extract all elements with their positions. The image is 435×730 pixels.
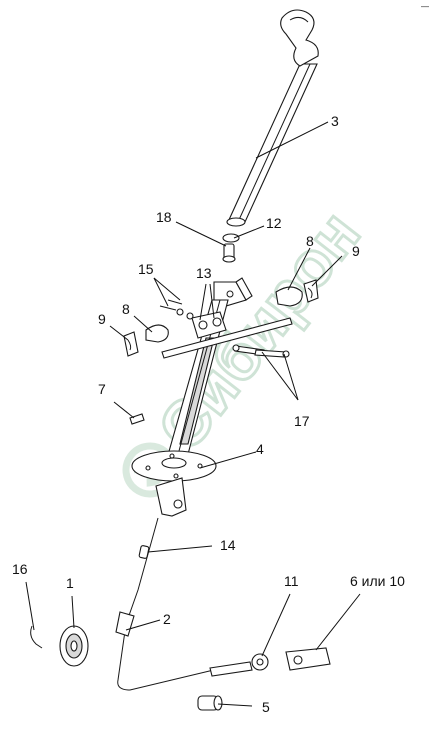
callout-2: 2 (163, 611, 171, 627)
threaded-rod (209, 661, 253, 677)
pivot-block (191, 311, 227, 339)
small-pin-7 (129, 413, 145, 425)
cam-plate-left (145, 324, 169, 343)
pulley (59, 625, 89, 667)
callout-11: 11 (284, 573, 299, 589)
lever-knob (280, 9, 319, 67)
spring-pin (222, 243, 236, 263)
callout-15: 15 (138, 261, 154, 277)
nut (251, 653, 269, 671)
clip-left (123, 331, 139, 357)
cotter-pin (30, 625, 43, 649)
callout-7: 7 (98, 381, 106, 397)
washer (222, 233, 240, 243)
control-cable (115, 517, 223, 691)
callout-13: 13 (196, 265, 212, 281)
callout-9-left: 9 (98, 311, 106, 327)
leader-lines (25, 121, 361, 707)
lower-fork (155, 477, 187, 517)
callout-16: 16 (12, 561, 28, 577)
callout-17: 17 (294, 413, 310, 429)
cam-plate-right (275, 286, 303, 307)
callout-9-right: 9 (352, 243, 360, 259)
callout-12: 12 (266, 215, 282, 231)
flange (131, 450, 217, 482)
callout-5: 5 (262, 699, 270, 715)
callout-14: 14 (220, 537, 236, 553)
callout-4: 4 (256, 441, 264, 457)
cable-end (197, 695, 223, 711)
callout-18: 18 (156, 209, 172, 225)
lever-rod (226, 63, 318, 227)
small-pins (159, 299, 194, 320)
callout-6-or-10: 6 или 10 (350, 573, 405, 589)
callout-8-right: 8 (306, 233, 314, 249)
callout-8-left: 8 (122, 301, 130, 317)
callout-labels: 1 2 3 4 5 6 или 10 7 8 8 9 9 11 12 13 14… (12, 113, 405, 715)
upper-bracket (213, 277, 253, 307)
callout-3: 3 (331, 113, 339, 129)
clevis (285, 647, 331, 671)
callout-1: 1 (66, 575, 74, 591)
clip-right (303, 279, 319, 303)
corner-mark: — (421, 2, 429, 11)
pivot-axle (161, 317, 293, 359)
